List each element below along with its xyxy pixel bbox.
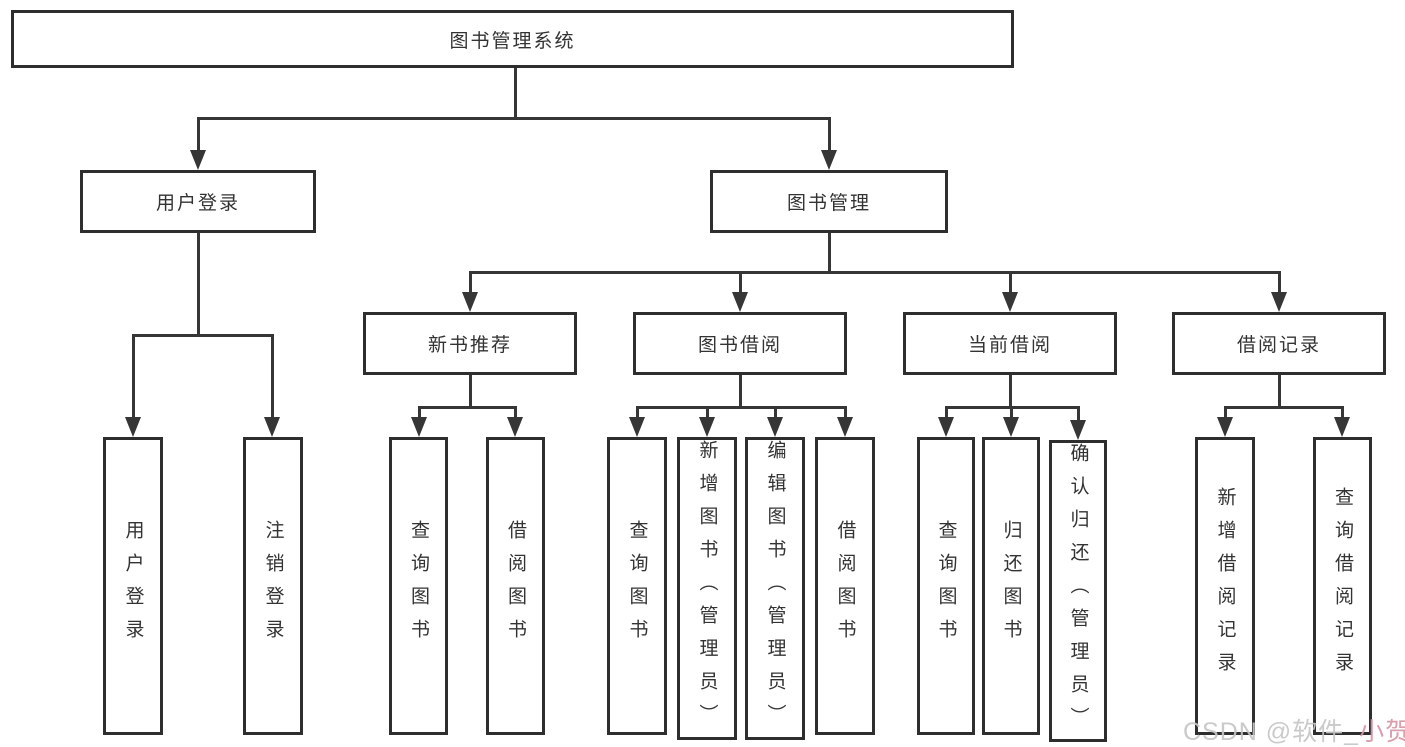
connector-line bbox=[469, 375, 472, 408]
leaf-label: 编辑图书（管理员） bbox=[764, 440, 786, 737]
arrow-down-icon bbox=[1002, 292, 1018, 312]
connector-line bbox=[1278, 271, 1281, 292]
leaf-confirm-return-admin: 确认归还（管理员） bbox=[1049, 440, 1107, 742]
leaf-label: 查询图书 bbox=[408, 520, 429, 652]
arrow-down-icon bbox=[699, 417, 715, 437]
root-node-label: 图书管理系统 bbox=[449, 30, 576, 52]
node-label: 用户登录 bbox=[155, 193, 240, 214]
connector-line bbox=[1009, 271, 1012, 292]
node-label: 当前借阅 bbox=[967, 335, 1052, 356]
connector-line bbox=[514, 406, 517, 417]
leaf-borrow-books: 借阅图书 bbox=[486, 437, 545, 735]
root-node: 图书管理系统 bbox=[11, 10, 1014, 68]
node-new-book-recommendation: 新书推荐 bbox=[363, 312, 577, 375]
connector-line bbox=[418, 406, 517, 409]
connector-line bbox=[418, 406, 421, 417]
connector-line bbox=[1077, 406, 1080, 420]
arrow-down-icon bbox=[629, 417, 645, 437]
node-label: 图书借阅 bbox=[697, 335, 782, 356]
leaf-label: 归还图书 bbox=[1000, 520, 1022, 652]
node-book-borrowing: 图书借阅 bbox=[633, 312, 847, 375]
leaf-add-borrow-record: 新增借阅记录 bbox=[1195, 437, 1255, 735]
connector-line bbox=[1224, 406, 1227, 417]
leaf-query-books: 查询图书 bbox=[607, 437, 667, 735]
leaf-label: 新增图书（管理员） bbox=[696, 440, 718, 737]
csdn-watermark: CSDN @软件_小贺同学 bbox=[1183, 712, 1405, 747]
leaf-label: 查询图书 bbox=[935, 520, 957, 652]
connector-line bbox=[514, 68, 517, 119]
leaf-query-books: 查询图书 bbox=[389, 437, 448, 735]
arrow-down-icon bbox=[732, 292, 748, 312]
connector-line bbox=[197, 117, 831, 120]
connector-line bbox=[945, 406, 948, 417]
node-label: 新书推荐 bbox=[427, 335, 512, 356]
connector-line bbox=[774, 406, 777, 417]
watermark-text-gray: CSDN @软件_ bbox=[1183, 718, 1360, 746]
connector-line bbox=[706, 406, 709, 417]
connector-line bbox=[469, 271, 1280, 274]
leaf-query-books: 查询图书 bbox=[917, 437, 975, 735]
leaf-label: 借阅图书 bbox=[505, 520, 526, 652]
node-borrowing-records: 借阅记录 bbox=[1172, 312, 1386, 375]
arrow-down-icon bbox=[1271, 292, 1287, 312]
connector-line bbox=[739, 375, 742, 408]
arrow-down-icon bbox=[1334, 417, 1350, 437]
connector-line bbox=[828, 233, 831, 274]
leaf-label: 注销登录 bbox=[262, 520, 284, 652]
node-label: 借阅记录 bbox=[1236, 335, 1321, 356]
leaf-return-books: 归还图书 bbox=[982, 437, 1040, 735]
leaf-label: 确认归还（管理员） bbox=[1067, 443, 1089, 740]
arrow-down-icon bbox=[837, 417, 853, 437]
connector-line bbox=[1009, 375, 1012, 408]
arrow-down-icon bbox=[821, 150, 837, 170]
arrow-down-icon bbox=[411, 417, 427, 437]
connector-line bbox=[271, 334, 274, 417]
leaf-edit-books-admin: 编辑图书（管理员） bbox=[745, 437, 805, 740]
connector-line bbox=[739, 271, 742, 292]
connector-line bbox=[197, 233, 200, 336]
connector-line bbox=[844, 406, 847, 417]
arrow-down-icon bbox=[1217, 417, 1233, 437]
connector-line bbox=[1010, 406, 1013, 417]
leaf-label: 查询图书 bbox=[626, 520, 648, 652]
connector-line bbox=[1341, 406, 1344, 417]
connector-line bbox=[1278, 375, 1281, 408]
leaf-borrow-books: 借阅图书 bbox=[815, 437, 875, 735]
connector-line bbox=[636, 406, 846, 409]
arrow-down-icon bbox=[1070, 420, 1086, 440]
arrow-down-icon bbox=[264, 417, 280, 437]
arrow-down-icon bbox=[767, 417, 783, 437]
leaf-user-login: 用户登录 bbox=[103, 437, 163, 735]
node-book-management: 图书管理 bbox=[710, 170, 948, 233]
connector-line bbox=[197, 117, 200, 150]
arrow-down-icon bbox=[462, 292, 478, 312]
arrow-down-icon bbox=[507, 417, 523, 437]
connector-line bbox=[132, 334, 274, 337]
connector-line bbox=[1224, 406, 1344, 409]
leaf-logout-login: 注销登录 bbox=[243, 437, 303, 735]
watermark-text-pink: 小贺同学 bbox=[1359, 718, 1405, 746]
leaf-query-borrow-record: 查询借阅记录 bbox=[1313, 437, 1372, 735]
leaf-label: 借阅图书 bbox=[834, 520, 856, 652]
arrow-down-icon bbox=[190, 150, 206, 170]
node-user-login: 用户登录 bbox=[80, 170, 316, 233]
leaf-add-books-admin: 新增图书（管理员） bbox=[677, 437, 737, 740]
leaf-label: 用户登录 bbox=[122, 520, 144, 652]
connector-line bbox=[636, 406, 639, 417]
leaf-label: 查询借阅记录 bbox=[1332, 487, 1353, 685]
arrow-down-icon bbox=[938, 417, 954, 437]
arrow-down-icon bbox=[125, 417, 141, 437]
leaf-label: 新增借阅记录 bbox=[1214, 487, 1236, 685]
node-current-borrowing: 当前借阅 bbox=[903, 312, 1117, 375]
connector-line bbox=[828, 117, 831, 150]
node-label: 图书管理 bbox=[786, 193, 871, 214]
arrow-down-icon bbox=[1003, 417, 1019, 437]
connector-line bbox=[469, 271, 472, 292]
connector-line bbox=[132, 334, 135, 417]
